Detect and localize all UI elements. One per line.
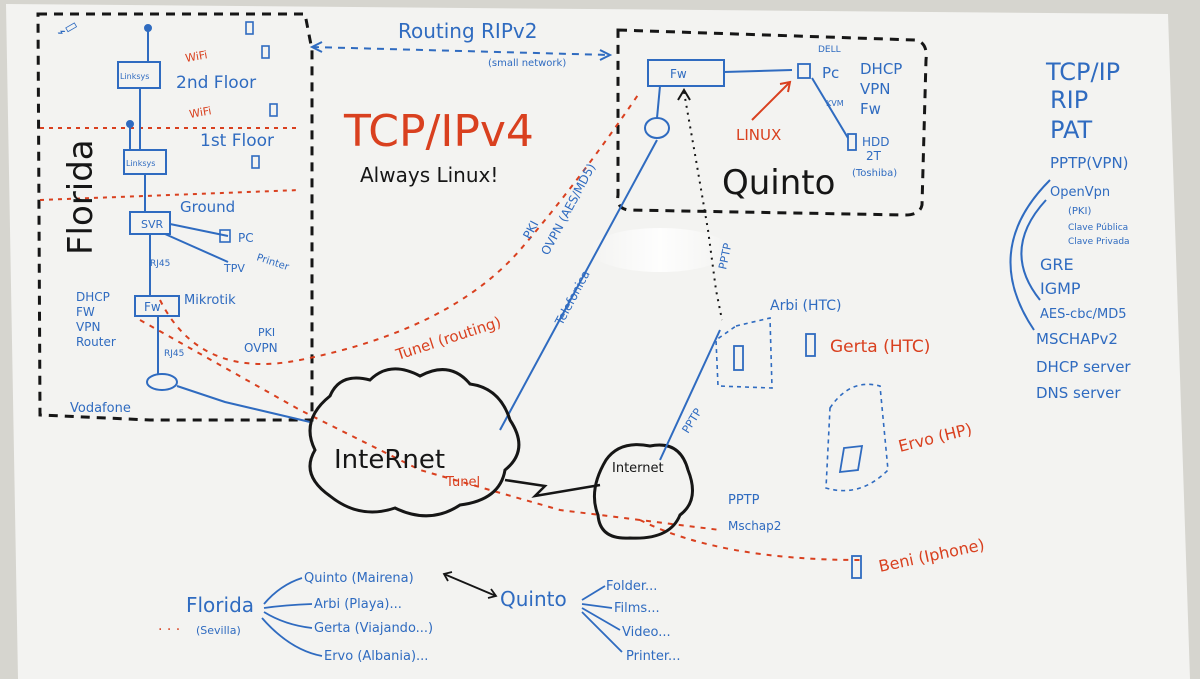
vodafone-label: Vodafone (70, 401, 131, 416)
pptp-ervo-label: PPTP (728, 493, 760, 508)
svg-text:Ervo (Albania)...: Ervo (Albania)... (324, 649, 428, 664)
svg-text:DHCP: DHCP (860, 60, 902, 78)
routing-label: Routing RIPv2 (398, 19, 537, 43)
light-glare (590, 228, 730, 272)
tpv-label: TPV (223, 262, 245, 275)
ovpn-florida-label: OVPN (244, 341, 278, 355)
pki-florida-label: PKI (258, 326, 275, 339)
second-floor-label: 2nd Floor (176, 73, 256, 93)
svg-text:Gerta (Viajando...): Gerta (Viajando...) (314, 621, 433, 636)
pc-label: PC (238, 231, 254, 245)
tunel-label: Tunel (445, 475, 480, 490)
dell-label: DELL (818, 45, 841, 55)
svg-text:2T: 2T (866, 149, 882, 163)
svg-text:DHCP: DHCP (76, 290, 110, 304)
tree-root-sub: (Sevilla) (196, 624, 241, 637)
tree-dots: · · · (158, 622, 180, 638)
svg-text:Router: Router (76, 335, 116, 349)
svg-text:HDD: HDD (862, 135, 890, 149)
fw-label: Fw (144, 300, 161, 314)
svg-text:FW: FW (76, 305, 95, 319)
arbi-label: Arbi (HTC) (770, 298, 842, 314)
svg-text:TCP/IP: TCP/IP (1045, 58, 1120, 86)
svg-text:Arbi (Playa)...: Arbi (Playa)... (314, 597, 402, 612)
linux-label: LINUX (736, 126, 781, 144)
svg-text:Films...: Films... (614, 601, 660, 616)
svg-text:Video...: Video... (622, 625, 671, 640)
svg-text:OpenVpn: OpenVpn (1050, 185, 1110, 200)
svg-text:Fw: Fw (860, 100, 881, 118)
tree-hub: Quinto (500, 587, 567, 611)
svg-text:Clave Privada: Clave Privada (1068, 237, 1130, 247)
svg-text:PAT: PAT (1050, 116, 1092, 144)
tree-root: Florida (186, 593, 254, 617)
center-sub: Always Linux! (360, 163, 498, 187)
svg-text:PPTP(VPN): PPTP(VPN) (1050, 154, 1129, 172)
quinto-fw-label: Fw (670, 67, 687, 81)
svg-text:(Toshiba): (Toshiba) (852, 168, 897, 179)
internet-large-label: InteRnet (334, 445, 445, 475)
quinto-title: Quinto (722, 163, 835, 203)
linksys-1st-label: Linksys (126, 159, 155, 168)
svg-text:Clave Pública: Clave Pública (1068, 223, 1128, 233)
whiteboard-surface (6, 4, 1190, 679)
svg-text:DNS server: DNS server (1036, 384, 1121, 402)
svg-text:RIP: RIP (1050, 86, 1088, 114)
rj45-lower-label: RJ45 (164, 349, 184, 359)
gerta-label: Gerta (HTC) (830, 337, 930, 357)
mikrotik-label: Mikrotik (184, 293, 236, 308)
svg-text:Printer...: Printer... (626, 649, 680, 664)
svg-text:DHCP server: DHCP server (1036, 358, 1131, 376)
quinto-pc-label: Pc (822, 64, 839, 82)
svg-text:IGMP: IGMP (1040, 279, 1081, 298)
linksys-2nd-label: Linksys (120, 72, 149, 81)
svg-text:VPN: VPN (860, 80, 891, 98)
svg-text:MSCHAPv2: MSCHAPv2 (1036, 330, 1118, 348)
svg-text:(PKI): (PKI) (1068, 206, 1091, 217)
svg-text:GRE: GRE (1040, 255, 1074, 274)
florida-title: Florida (61, 139, 101, 255)
routing-sub: (small network) (488, 58, 566, 69)
mschap-label: Mschap2 (728, 519, 781, 533)
ground-label: Ground (180, 198, 235, 216)
svg-text:VPN: VPN (76, 320, 100, 334)
rj45-upper-label: RJ45 (150, 259, 170, 269)
svg-text:Quinto (Mairena): Quinto (Mairena) (304, 571, 414, 586)
internet-small-label: Internet (612, 461, 664, 476)
center-title: TCP/IPv4 (343, 106, 534, 157)
first-floor-label: 1st Floor (200, 131, 274, 151)
svr-label: SVR (141, 218, 164, 231)
svg-text:AES-cbc/MD5: AES-cbc/MD5 (1040, 307, 1126, 322)
svg-text:Folder...: Folder... (606, 579, 657, 594)
